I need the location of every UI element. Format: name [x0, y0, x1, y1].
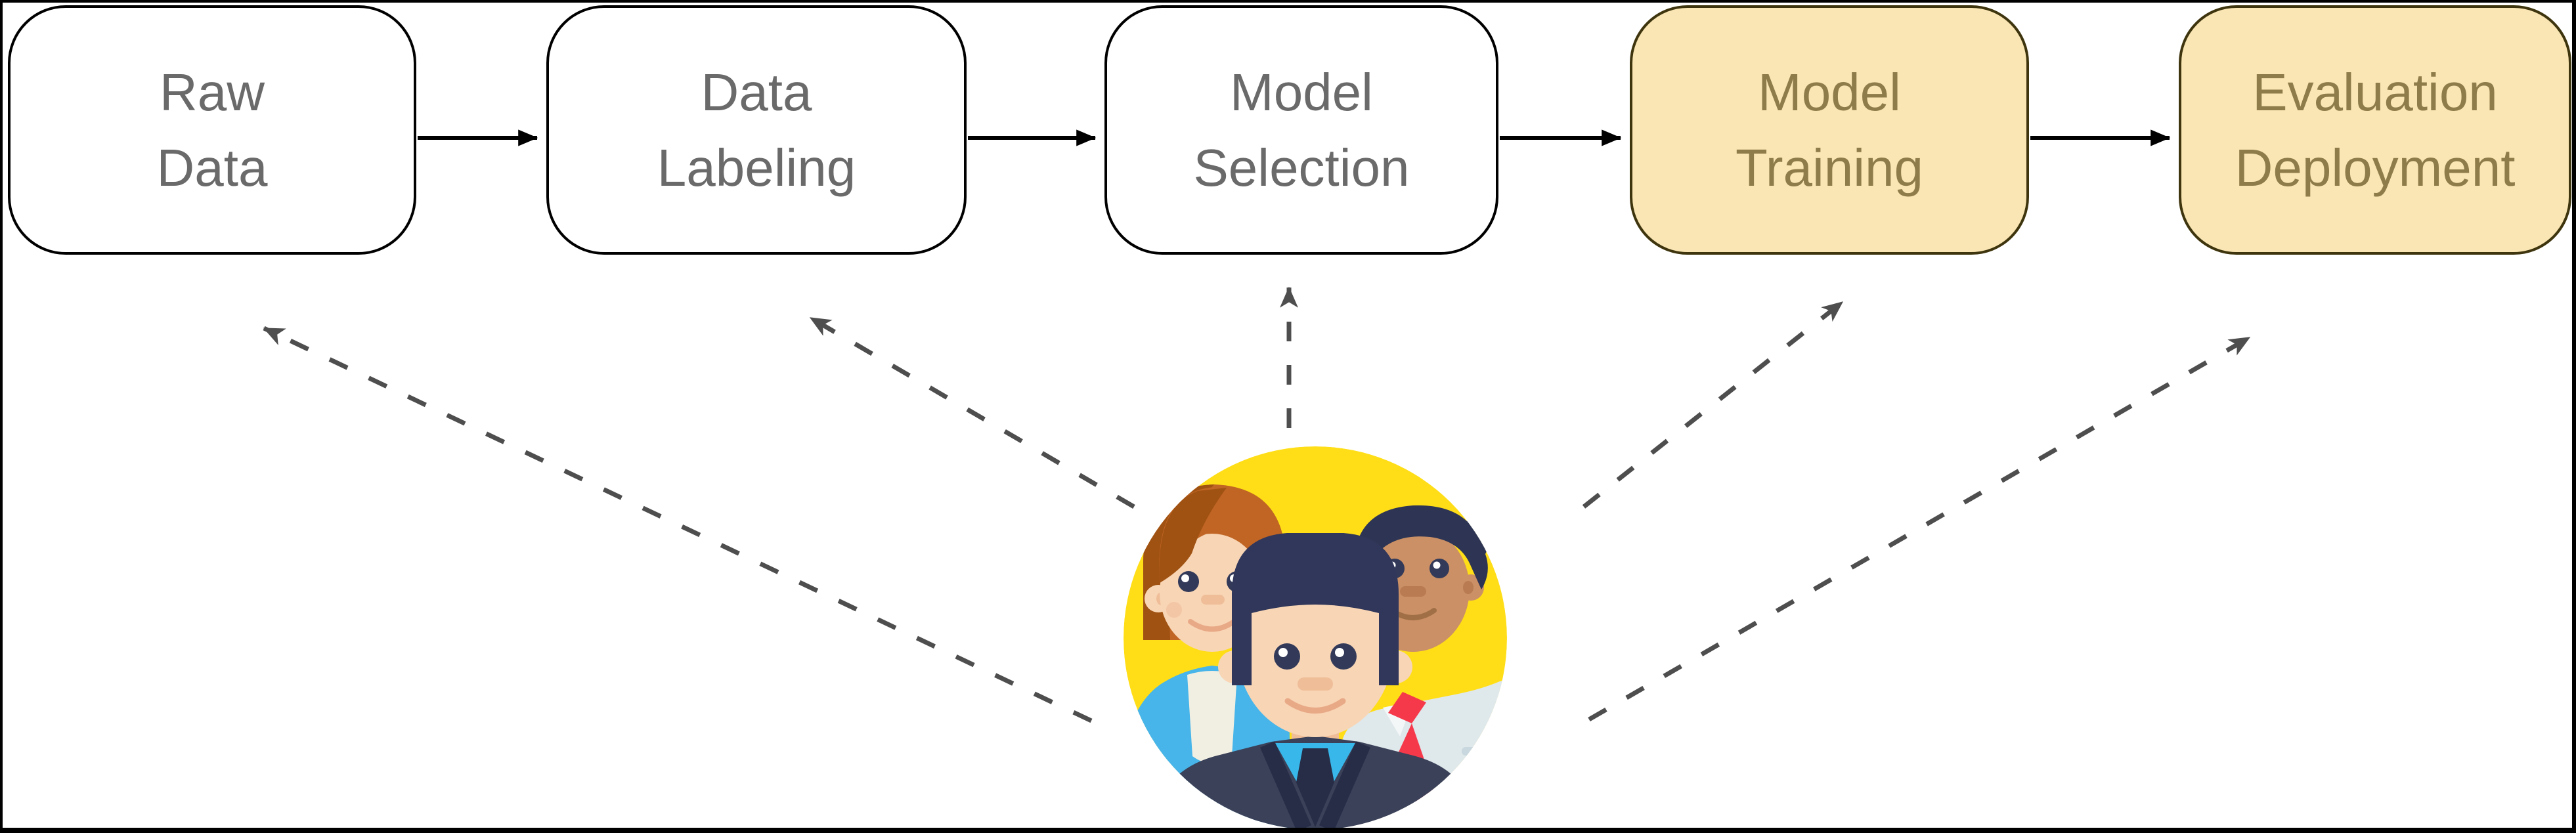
- stage-label-line: Labeling: [657, 139, 856, 197]
- man-front-avatar: [1153, 533, 1477, 830]
- stage-evaluation-deployment: Evaluation Deployment: [2179, 5, 2571, 255]
- dashed-arrow-to-raw-data: [263, 326, 1093, 723]
- stage-label-line: Model: [1758, 63, 1901, 121]
- stage-label-line: Evaluation: [2252, 63, 2498, 121]
- stage-model-training: Model Training: [1630, 5, 2029, 255]
- stage-label-line: Data: [701, 63, 812, 121]
- dashed-arrow-to-model-training: [1582, 300, 1845, 509]
- dashed-arrow-to-data-labeling: [809, 315, 1135, 509]
- stage-raw-data: Raw Data: [8, 5, 416, 255]
- stage-label-line: Raw: [159, 63, 265, 121]
- stage-label-line: Selection: [1193, 139, 1410, 197]
- stage-label-line: Training: [1735, 139, 1924, 197]
- stage-label-line: Model: [1230, 63, 1373, 121]
- stage-model-selection: Model Selection: [1104, 5, 1498, 255]
- stage-label-line: Deployment: [2235, 139, 2516, 197]
- stage-data-labeling: Data Labeling: [546, 5, 967, 255]
- team-icon: [1124, 446, 1507, 830]
- dashed-arrow-to-evaluation-deployment: [1588, 335, 2251, 722]
- stage-label-line: Data: [156, 139, 268, 197]
